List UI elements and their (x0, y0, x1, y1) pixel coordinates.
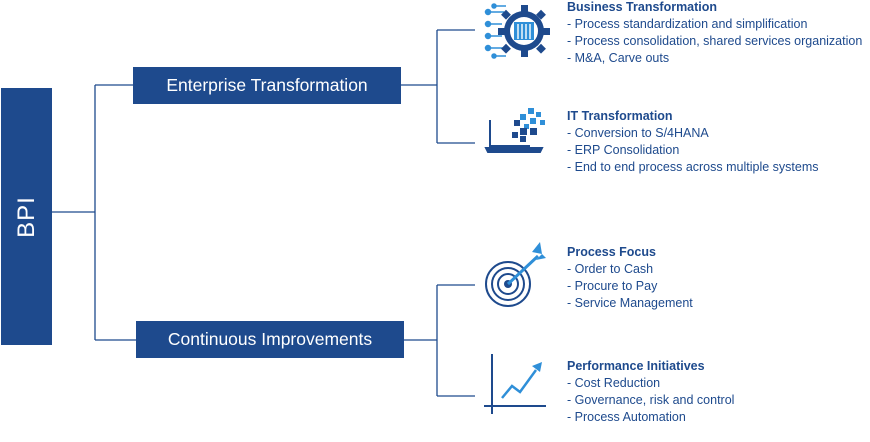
root-label: BPI (12, 195, 40, 238)
gear-building-icon (484, 3, 550, 59)
leaf-title: Process Focus (567, 245, 656, 259)
leaf-business-transformation: Business Transformation - Process standa… (567, 0, 862, 67)
branch-label: Enterprise Transformation (166, 75, 368, 95)
leaf-item: - Process Automation (567, 410, 686, 424)
laptop-pixels-icon (484, 108, 545, 153)
target-dart-icon (485, 242, 546, 307)
leaf-item: - Order to Cash (567, 262, 654, 276)
leaf-item: - M&A, Carve outs (567, 51, 670, 65)
leaf-item: - Service Management (567, 296, 693, 310)
leaf-process-focus: Process Focus - Order to Cash - Procure … (567, 244, 693, 312)
leaf-title: Business Transformation (567, 0, 718, 14)
root-node: BPI (1, 88, 52, 345)
leaf-item: - ERP Consolidation (567, 143, 680, 157)
leaf-item: - Process standardization and simplifica… (567, 17, 808, 31)
leaf-performance-initiatives: Performance Initiatives - Cost Reduction… (567, 358, 734, 426)
leaf-title: Performance Initiatives (567, 359, 705, 373)
leaf-item: - Procure to Pay (567, 279, 658, 293)
branch-label: Continuous Improvements (167, 329, 373, 349)
leaf-it-transformation: IT Transformation - Conversion to S/4HAN… (567, 108, 819, 176)
leaf-item: - Conversion to S/4HANA (567, 126, 709, 140)
growth-chart-icon (484, 354, 546, 414)
leaf-item: - Process consolidation, shared services… (567, 34, 863, 48)
leaf-item: - Governance, risk and control (567, 393, 735, 407)
branch-continuous-improvements: Continuous Improvements (136, 321, 404, 358)
leaf-title: IT Transformation (567, 109, 673, 123)
leaf-item: - End to end process across multiple sys… (567, 160, 819, 174)
leaf-item: - Cost Reduction (567, 376, 661, 390)
branch-enterprise-transformation: Enterprise Transformation (133, 67, 401, 104)
